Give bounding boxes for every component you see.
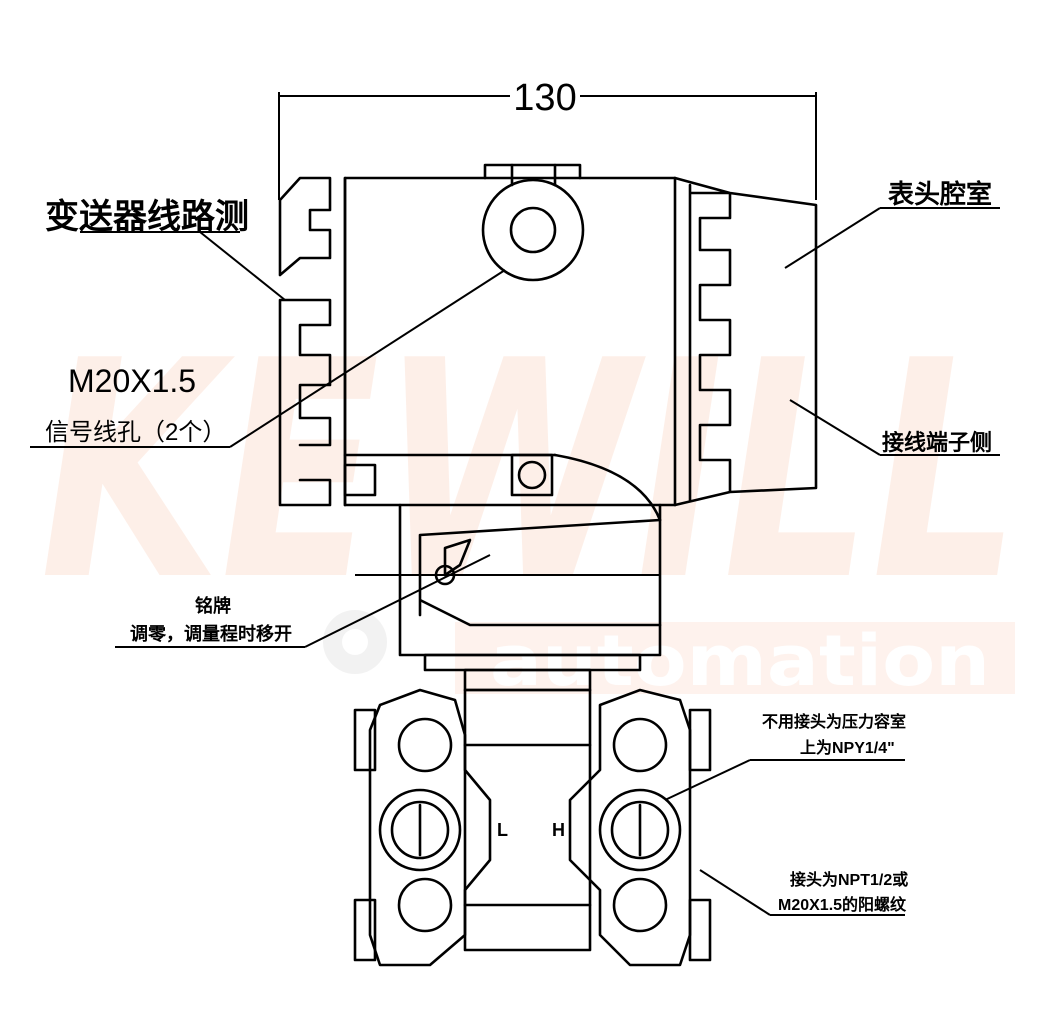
connector-label-line2: M20X1.5的阳螺纹 bbox=[778, 895, 907, 914]
process-flange: L H bbox=[353, 668, 712, 967]
adjust-note-label: 调零，调量程时移开 bbox=[130, 623, 292, 644]
low-side-label: L bbox=[497, 820, 508, 840]
thread-spec-label: M20X1.5 bbox=[68, 363, 196, 399]
unused-port-label-line2: 上为NPY1/4" bbox=[800, 738, 895, 757]
gear-icon bbox=[323, 610, 387, 674]
nameplate-block bbox=[355, 503, 662, 672]
unused-port-label-line1: 不用接头为压力容室 bbox=[762, 712, 906, 731]
dimension-value: 130 bbox=[513, 77, 576, 119]
width-dimension: 130 bbox=[278, 77, 817, 200]
svg-text:automation: automation bbox=[490, 620, 990, 702]
signal-wire-holes-label: 信号线孔（2个） bbox=[45, 419, 226, 446]
transmitter-line-test-label: 变送器线路测 bbox=[45, 198, 249, 236]
transmitter-housing bbox=[278, 163, 818, 522]
high-side-label: H bbox=[552, 820, 565, 840]
nameplate-label: 铭牌 bbox=[195, 595, 231, 616]
meter-head-chamber-label: 表头腔室 bbox=[888, 179, 992, 209]
terminal-side-label: 接线端子侧 bbox=[882, 430, 992, 455]
leader-lines bbox=[30, 207, 1000, 916]
connector-label-line1: 接头为NPT1/2或 bbox=[790, 870, 908, 889]
svg-text:KEWILL: KEWILL bbox=[40, 297, 1020, 646]
kewill-watermark: KEWILL automation bbox=[40, 297, 1020, 702]
